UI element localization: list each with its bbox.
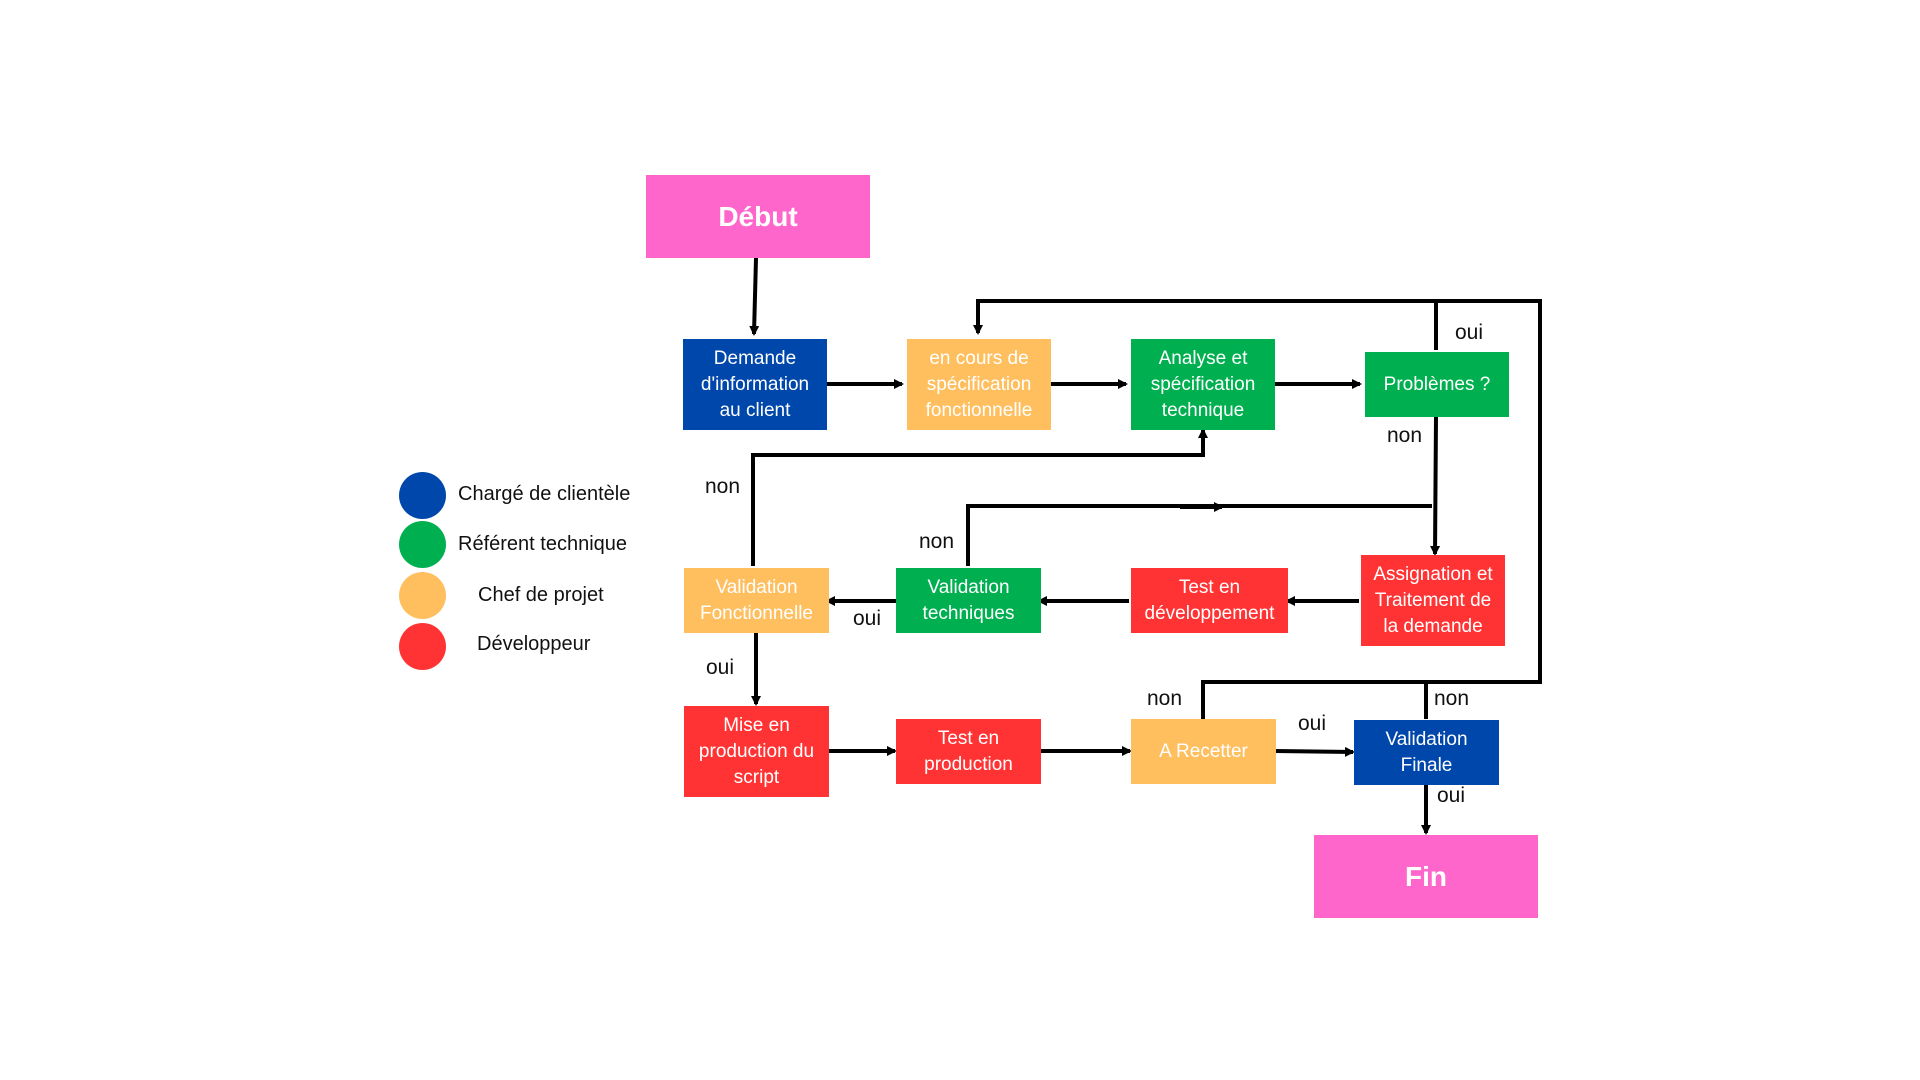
node-specification-fonctionnelle: en cours de spécification fonctionnelle [907, 339, 1051, 430]
node-test-production: Test en production [896, 719, 1041, 784]
node-demande-information: Demande d'information au client [683, 339, 827, 430]
edge-recetter-non [1201, 299, 1542, 719]
label-valfinale-oui: oui [1437, 784, 1466, 807]
node-validation-techniques: Validation techniques [896, 568, 1041, 633]
label-problemes-non: non [1387, 424, 1423, 447]
label-valfinale-non: non [1434, 687, 1470, 710]
node-fin: Fin [1314, 835, 1538, 918]
label-problemes-oui: oui [1455, 321, 1484, 344]
label-recetter-oui: oui [1298, 712, 1327, 735]
node-analyse-technique: Analyse et spécification technique [1131, 339, 1275, 430]
edge-debut-demande [749, 257, 760, 336]
edge-problemes-oui [973, 299, 1438, 350]
label-valfonc-non: non [705, 475, 741, 498]
label-recetter-non: non [1147, 687, 1183, 710]
legend-label-developpeur: Développeur [477, 633, 591, 655]
node-validation-fonctionnelle: Validation Fonctionnelle [684, 568, 829, 633]
node-mise-en-production: Mise en production du script [684, 706, 829, 797]
legend-dot-referent-technique [399, 521, 446, 568]
edge-valtech-non [966, 504, 1432, 566]
node-assignation: Assignation et Traitement de la demande [1361, 555, 1505, 646]
legend-label-chef-projet: Chef de projet [478, 584, 604, 606]
node-debut: Début [646, 175, 870, 258]
legend-dot-developpeur [399, 623, 446, 670]
edge-valfonc-non [751, 428, 1208, 566]
label-valfonc-oui: oui [706, 656, 735, 679]
node-validation-finale: Validation Finale [1354, 720, 1499, 785]
label-valtech-non: non [919, 530, 955, 553]
edge-problemes-non [1430, 416, 1441, 556]
legend-label-referent-technique: Référent technique [458, 533, 628, 555]
label-valtech-oui: oui [853, 607, 882, 630]
node-problemes: Problèmes ? [1365, 352, 1509, 417]
legend-dot-charge-clientele [399, 472, 446, 519]
node-test-developpement: Test en développement [1131, 568, 1288, 633]
node-a-recetter: A Recetter [1131, 719, 1276, 784]
edge-recetter-valfinale [1274, 746, 1355, 757]
legend-label-charge-clientele: Chargé de clientèle [458, 483, 631, 505]
legend-dot-chef-projet [399, 572, 446, 619]
